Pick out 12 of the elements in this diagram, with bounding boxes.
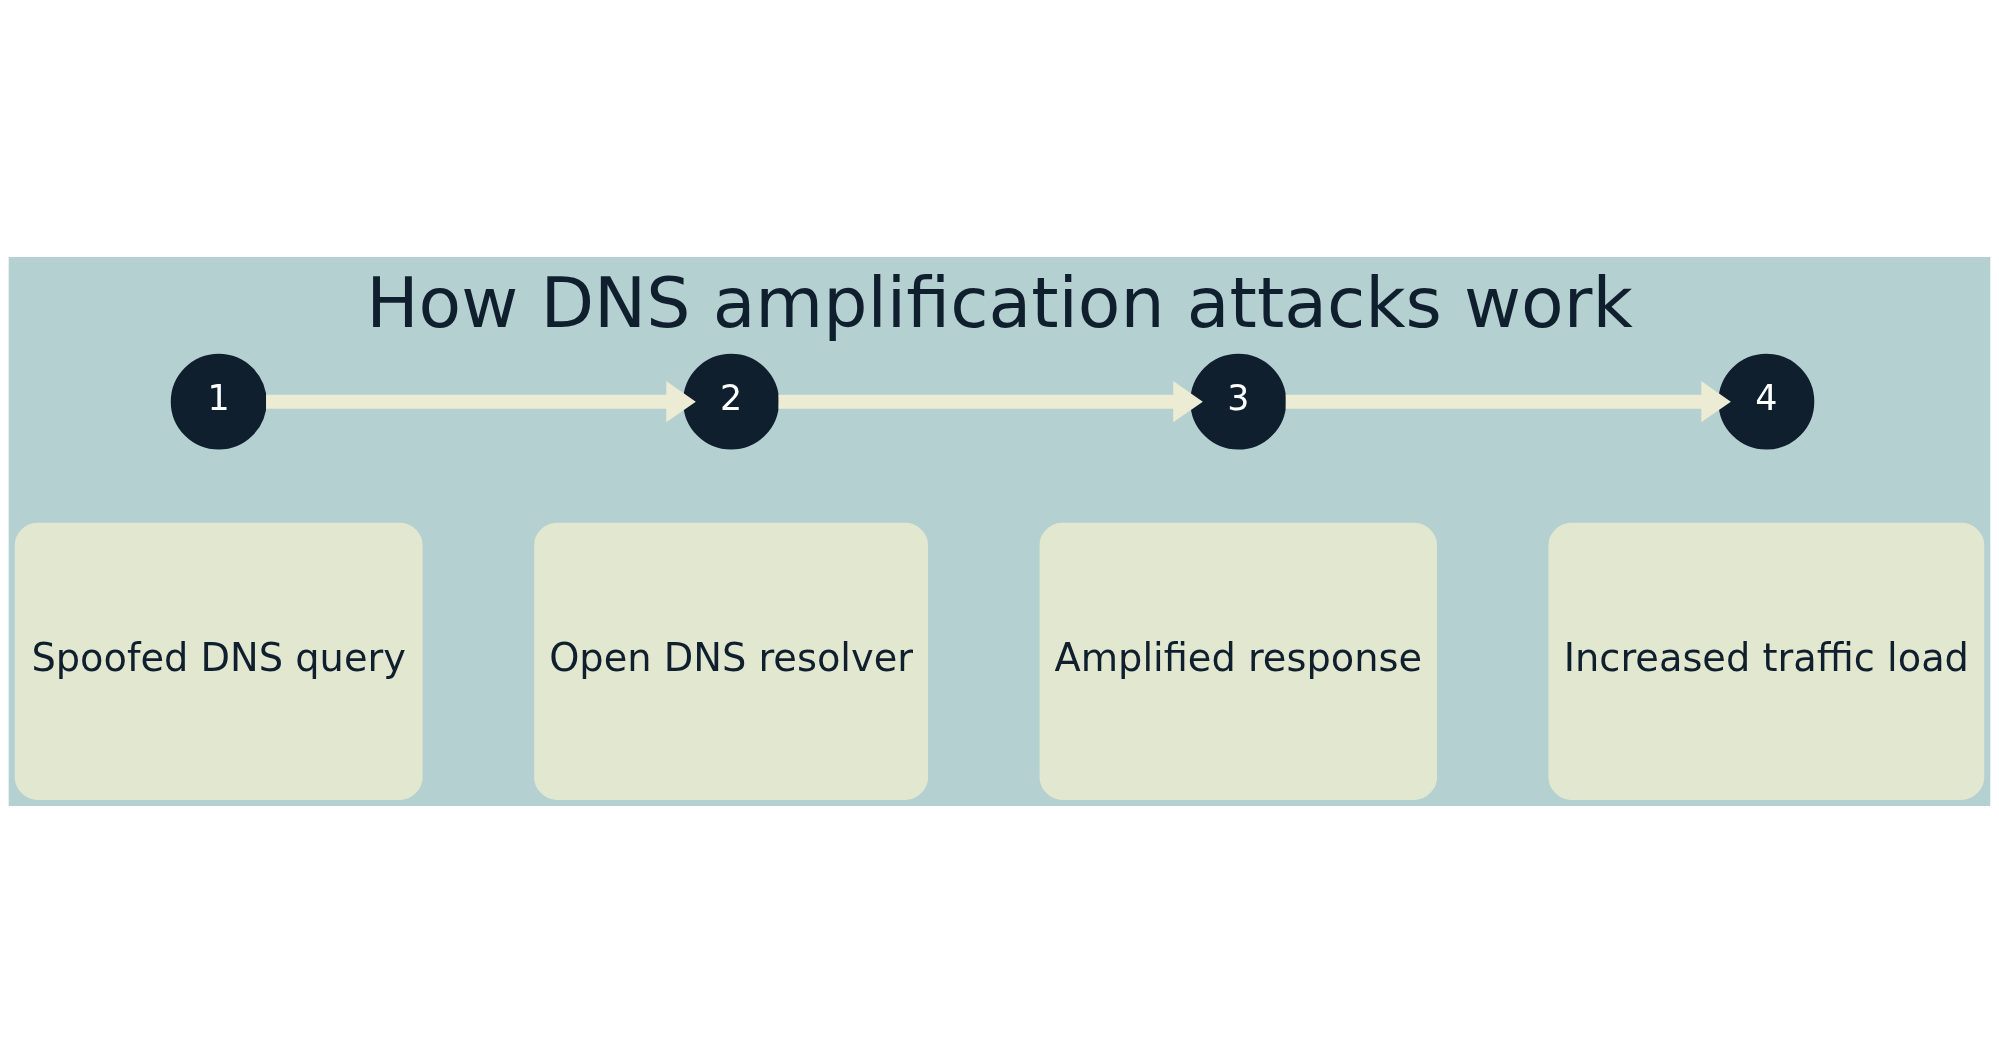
node-circle: 1 bbox=[170, 353, 267, 450]
node-circle: 4 bbox=[1718, 353, 1815, 450]
arrow bbox=[266, 380, 696, 422]
diagram-title: How DNS amplification attacks work bbox=[366, 261, 1633, 343]
node-box: Amplified response bbox=[1039, 522, 1437, 800]
node-circle: 2 bbox=[683, 353, 780, 450]
arrow bbox=[778, 380, 1203, 422]
arrow bbox=[1285, 380, 1731, 422]
node-box: Open DNS resolver bbox=[534, 522, 929, 800]
node-box: Spoofed DNS query bbox=[14, 522, 423, 800]
node-box: Increased traffic load bbox=[1548, 522, 1985, 800]
node-circle: 3 bbox=[1190, 353, 1287, 450]
